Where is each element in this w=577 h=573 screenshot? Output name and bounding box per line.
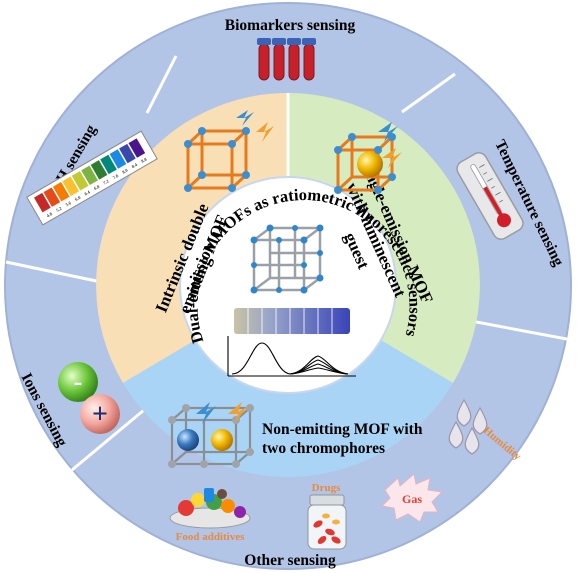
- ph-number: 8.4: [131, 162, 139, 170]
- center-circle: [179, 176, 397, 394]
- ph-number: 6.0: [74, 194, 82, 202]
- gas-burst-icon: [380, 473, 444, 523]
- nonemitting-bolt-icons: [196, 402, 248, 424]
- ph-color-swatch: [128, 138, 146, 158]
- ph-color-swatch: [81, 165, 98, 186]
- label-biomarkers: Biomarkers sensing: [225, 17, 356, 34]
- nonemitting-label: Non-emitting MOF with two chromophores: [262, 421, 426, 457]
- label-other: Other sensing: [244, 552, 336, 569]
- center-mof-nodes: [250, 224, 324, 294]
- ph-number: 8.0: [121, 167, 129, 175]
- ph-number: 7.2: [102, 178, 110, 186]
- ph-strip-icon: 4.85.25.66.06.46.87.27.68.08.48.8: [26, 130, 158, 226]
- ph-color-swatch: [34, 192, 51, 213]
- pill-bottle-icon: [307, 494, 347, 550]
- ph-number: 4.8: [46, 211, 54, 219]
- ph-color-swatch: [90, 160, 108, 180]
- anion-ball: [58, 362, 98, 402]
- ph-color-swatch: [109, 149, 127, 169]
- vial-strip: [234, 308, 350, 334]
- ph-number: 5.2: [55, 205, 63, 213]
- guest-ball: [357, 151, 383, 177]
- ph-number: 8.8: [140, 156, 148, 164]
- thermometer-icon: [456, 152, 524, 240]
- label-gas: Gas: [402, 492, 422, 506]
- chromophore-gold: [211, 429, 233, 451]
- water-drops-icon: [448, 398, 488, 455]
- ph-number: 6.8: [93, 184, 101, 192]
- ph-color-swatch: [52, 181, 70, 202]
- intrinsic-mof-nodes: [184, 127, 250, 192]
- ph-color-swatch: [71, 171, 89, 191]
- chromophore-blue: [177, 429, 199, 451]
- ph-color-swatch: [119, 143, 136, 164]
- cation-symbol: +: [92, 399, 108, 430]
- cation-ball: [80, 394, 120, 434]
- ph-number: 5.6: [65, 200, 73, 208]
- ph-color-swatch: [100, 154, 117, 175]
- anion-symbol: -: [74, 367, 83, 396]
- label-drugs: Drugs: [312, 482, 341, 494]
- intrinsic-bolt-icons: [236, 110, 274, 142]
- single-bolt-icons: [378, 122, 402, 168]
- food-icon: [169, 488, 251, 529]
- test-tubes-icon: [257, 38, 316, 81]
- ph-number: 7.6: [112, 173, 120, 181]
- emission-spectra: [227, 336, 356, 377]
- ph-number: 6.4: [83, 189, 91, 197]
- ph-color-swatch: [62, 176, 80, 196]
- ph-color-swatch: [43, 187, 61, 207]
- label-food: Food additives: [176, 531, 245, 543]
